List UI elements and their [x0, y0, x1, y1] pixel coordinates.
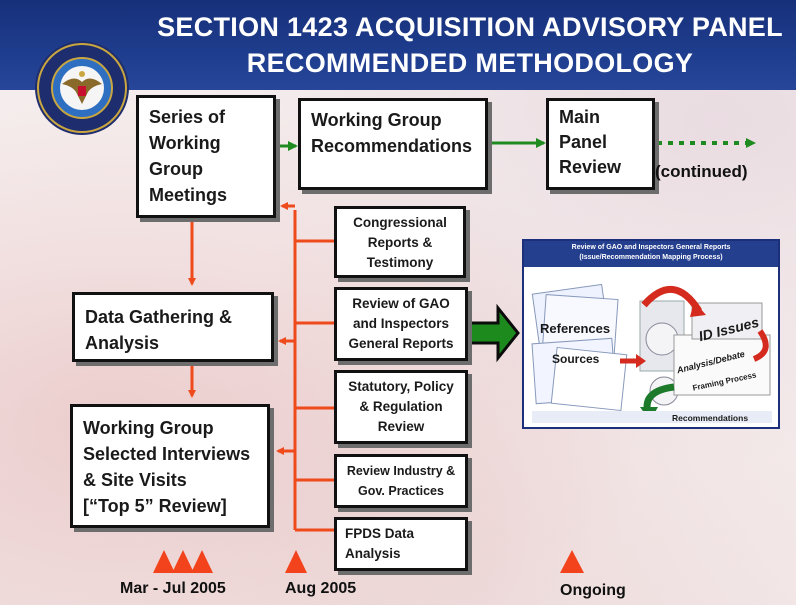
congressional-line-3: Testimony: [366, 255, 434, 270]
interviews-line-3: & Site Visits: [83, 470, 187, 490]
congressional-box: Congressional Reports & Testimony: [334, 206, 466, 278]
timeline-markers: [153, 550, 584, 573]
series-meetings-line-3: Group: [149, 159, 203, 179]
interviews-box: Working Group Selected Interviews & Site…: [70, 404, 270, 528]
gao-line-2: and Inspectors: [352, 316, 450, 331]
gao-line-1: Review of GAO: [352, 296, 450, 311]
inset-header-line-1: Review of GAO and Inspectors General Rep…: [571, 244, 731, 251]
interviews-line-4: [“Top 5” Review]: [83, 496, 227, 516]
main-panel-line-2: Panel: [559, 132, 608, 152]
fpds-line-2: Analysis: [345, 546, 401, 561]
process-doc-icon: [673, 302, 771, 396]
big-green-arrow-icon: [468, 303, 520, 363]
data-gathering-box: Data Gathering & Analysis: [72, 292, 274, 362]
fpds-box: FPDS Data Analysis: [334, 517, 468, 571]
series-meetings-line-4: Meetings: [149, 185, 228, 205]
interviews-line-2: Selected Interviews: [83, 444, 251, 464]
series-meetings-box: Series of Working Group Meetings: [136, 95, 276, 218]
inset-illustration: [531, 283, 772, 423]
statutory-line-3: Review: [377, 419, 425, 434]
wg-recommendations-line-1: Working Group: [311, 110, 442, 130]
main-panel-line-3: Review: [559, 157, 622, 177]
congressional-line-1: Congressional: [353, 215, 447, 230]
main-panel-line-1: Main: [559, 107, 601, 127]
inset-references-label: References: [540, 321, 611, 336]
interviews-line-1: Working Group: [83, 418, 214, 438]
inset-header: Review of GAO and Inspectors General Rep…: [524, 241, 778, 267]
red-connectors: [188, 202, 336, 532]
timeline-aug-label: Aug 2005: [285, 580, 357, 597]
industry-line-2: Gov. Practices: [358, 484, 444, 498]
fpds-line-1: FPDS Data: [345, 526, 415, 541]
gao-mapping-inset: Review of GAO and Inspectors General Rep…: [522, 239, 780, 429]
dod-seal-icon: [35, 41, 129, 135]
data-gathering-line-1: Data Gathering &: [85, 307, 233, 327]
data-gathering-line-2: Analysis: [85, 333, 160, 353]
statutory-line-1: Statutory, Policy: [348, 379, 454, 394]
gao-review-box: Review of GAO and Inspectors General Rep…: [334, 287, 468, 361]
green-connectors: [276, 138, 756, 151]
industry-line-1: Review Industry &: [346, 464, 456, 478]
wg-recommendations-line-2: Recommendations: [311, 136, 473, 156]
inset-recommendations-label: Recommendations: [672, 413, 749, 423]
series-meetings-line-2: Working: [149, 133, 221, 153]
statutory-box: Statutory, Policy & Regulation Review: [334, 370, 468, 444]
wg-recommendations-box: Working Group Recommendations: [298, 98, 488, 190]
gao-line-3: General Reports: [348, 336, 454, 351]
statutory-line-2: & Regulation: [359, 399, 443, 414]
series-meetings-line-1: Series of: [149, 107, 226, 127]
inset-header-line-2: (Issue/Recommendation Mapping Process): [579, 254, 723, 261]
timeline-mar-jul-label: Mar - Jul 2005: [120, 580, 226, 597]
continued-label: (continued): [655, 162, 748, 181]
timeline-ongoing-label: Ongoing: [560, 582, 626, 599]
industry-box: Review Industry & Gov. Practices: [334, 454, 468, 508]
title-line-1: SECTION 1423 ACQUISITION ADVISORY PANEL: [157, 12, 783, 42]
congressional-line-2: Reports &: [367, 235, 433, 250]
inset-sources-label: Sources: [552, 352, 600, 366]
title-banner: SECTION 1423 ACQUISITION ADVISORY PANEL …: [0, 0, 796, 90]
document-stack-icon: [531, 283, 628, 412]
main-panel-box: Main Panel Review: [546, 98, 655, 190]
title-line-2: RECOMMENDED METHODOLOGY: [246, 48, 694, 78]
